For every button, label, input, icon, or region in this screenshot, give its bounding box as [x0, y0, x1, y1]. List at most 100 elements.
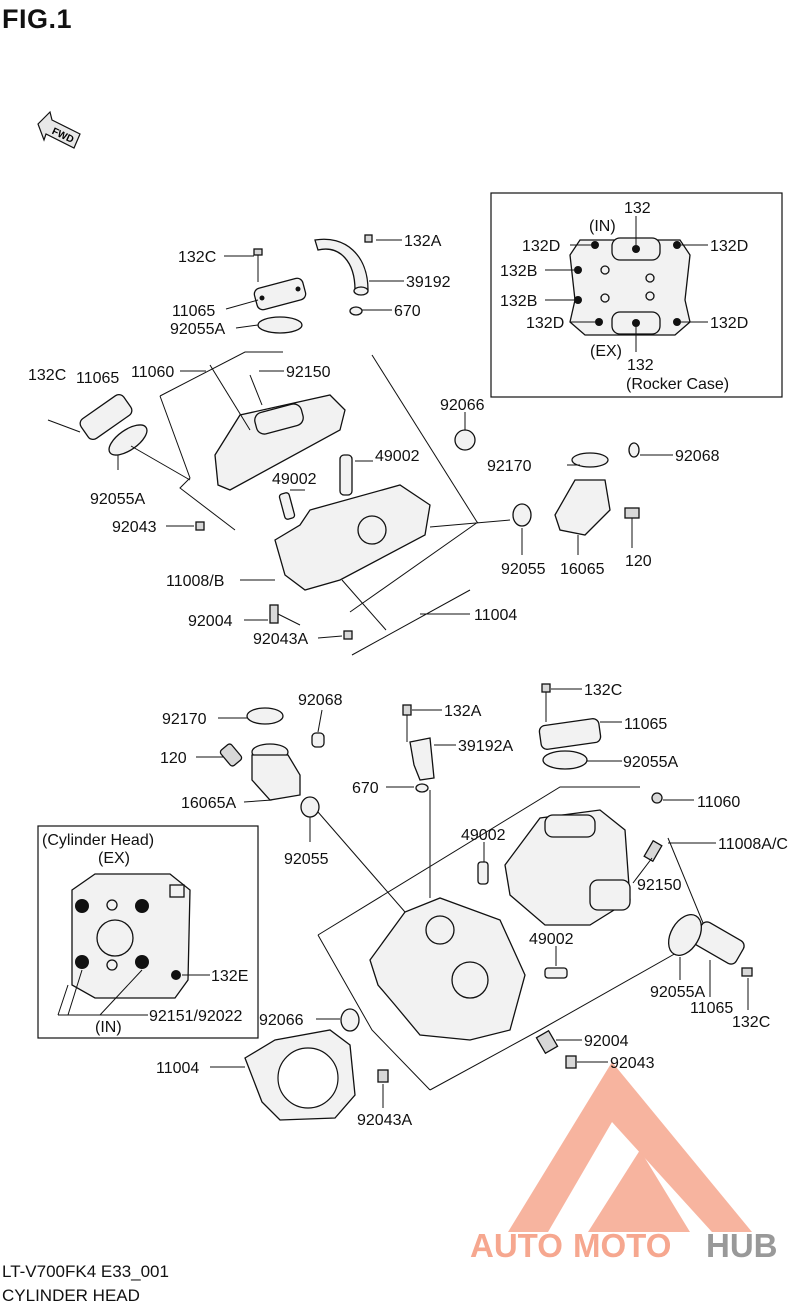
label-cylinder-head-title: (Cylinder Head)	[42, 832, 154, 849]
label-rocker-132d-tr: 132D	[710, 238, 748, 255]
label-92170-front: 92170	[162, 711, 207, 728]
label-92055a-front-right: 92055A	[650, 984, 705, 1001]
label-11060-rear: 11060	[131, 364, 174, 381]
watermark-logo	[508, 1062, 752, 1232]
label-120-rear: 120	[625, 553, 652, 570]
label-92066-front: 92066	[259, 1012, 304, 1029]
part-dowel-92043-front	[565, 1055, 577, 1069]
label-16065a: 16065A	[181, 795, 236, 812]
part-intake-16065a-front	[219, 743, 301, 801]
label-rocker-132b-2: 132B	[500, 293, 537, 310]
label-11060-front: 11060	[697, 794, 740, 811]
label-132c-rear-top: 132C	[178, 249, 216, 266]
part-rocker-case-front	[504, 809, 631, 926]
label-132a-front: 132A	[444, 703, 482, 720]
label-16065-rear: 16065	[560, 561, 605, 578]
label-49002-rear-b: 49002	[272, 471, 317, 488]
label-11008b: 11008/B	[166, 573, 224, 590]
label-11065-front: 11065	[624, 716, 667, 733]
label-rocker-132: 132	[624, 200, 651, 217]
label-92150-front: 92150	[637, 877, 682, 894]
part-cylinder-head-front	[369, 897, 526, 1041]
label-49002-front-top: 49002	[461, 827, 506, 844]
label-92043-front: 92043	[610, 1055, 655, 1072]
part-rocker-case-rear	[214, 394, 346, 491]
label-92004-rear: 92004	[188, 613, 233, 630]
label-11004-rear: 11004	[474, 607, 517, 624]
label-11004-front: 11004	[156, 1060, 199, 1077]
label-cylinder-132e: 132E	[211, 968, 248, 985]
part-plug-92066-front	[340, 1008, 360, 1032]
label-132c-rear-left: 132C	[28, 367, 66, 384]
cylinder-head-inset-drawing	[71, 873, 191, 999]
part-bolt-132c-top	[253, 248, 263, 282]
label-rocker-ex: (EX)	[590, 343, 622, 360]
label-92055-front: 92055	[284, 851, 329, 868]
footer-model-code: LT-V700FK4 E33_001	[2, 1262, 169, 1281]
label-rocker-132d-br: 132D	[710, 315, 748, 332]
part-gasket-11004-front	[244, 1029, 356, 1121]
label-670-rear: 670	[394, 303, 421, 320]
label-11008ac: 11008A/C	[718, 836, 788, 853]
part-bushing-49002-front-top	[477, 861, 489, 885]
label-92004-front: 92004	[584, 1033, 629, 1050]
part-cover-11065-top	[253, 277, 307, 311]
label-92055a-rear-left: 92055A	[90, 491, 145, 508]
part-cap-92068-front	[311, 732, 325, 748]
label-92055a-rear-top: 92055A	[170, 321, 225, 338]
part-dowel-92043a-rear	[343, 630, 353, 640]
part-clamp-92170-front	[246, 707, 284, 725]
part-oring-670-front	[415, 783, 429, 793]
label-cylinder-92151: 92151/92022	[149, 1008, 243, 1025]
label-92068-front: 92068	[298, 692, 343, 709]
part-dowel-92043-rear	[195, 521, 205, 531]
label-92043-rear: 92043	[112, 519, 157, 536]
part-plug-11060-front	[651, 792, 663, 804]
label-rocker-132d-bl: 132D	[526, 315, 564, 332]
label-39192: 39192	[406, 274, 451, 291]
label-92043a-rear: 92043A	[253, 631, 308, 648]
part-stud-92004-rear	[269, 604, 279, 624]
part-dowel-92043a-front	[377, 1069, 389, 1083]
label-49002-rear-a: 49002	[375, 448, 420, 465]
part-oring-92055-front	[300, 796, 320, 818]
part-gasket-92055a-top	[257, 316, 303, 334]
figure-title: FIG.1	[2, 4, 73, 34]
footer-caption: CYLINDER HEAD	[2, 1286, 140, 1305]
label-cylinder-in: (IN)	[95, 1019, 122, 1036]
label-92043a-front: 92043A	[357, 1112, 412, 1129]
label-92055-rear: 92055	[501, 561, 546, 578]
part-plug-92066-rear	[454, 429, 476, 451]
label-rocker-in: (IN)	[589, 218, 616, 235]
part-pipe-39192a	[402, 704, 435, 781]
label-132c-front: 132C	[584, 682, 622, 699]
label-49002-front-mid: 49002	[529, 931, 574, 948]
label-rocker-132d-tl: 132D	[522, 238, 560, 255]
label-132a-rear: 132A	[404, 233, 442, 250]
watermark-moto: MOTO	[573, 1227, 671, 1264]
part-bushing-49002-front-mid	[544, 967, 568, 979]
part-oring-92055-rear	[512, 503, 532, 527]
label-11065-front-right: 11065	[690, 1000, 733, 1017]
part-gasket-11004-rear	[351, 589, 471, 656]
label-11065-rear-top: 11065	[172, 303, 215, 320]
label-11065-rear-left: 11065	[76, 370, 119, 387]
part-cover-11065-front-top	[538, 683, 602, 750]
label-92055a-front: 92055A	[623, 754, 678, 771]
fwd-arrow-icon: FWD	[37, 110, 81, 149]
part-bolt-92150-front	[643, 839, 663, 863]
watermark-auto: AUTO	[470, 1227, 563, 1264]
part-oring-670-top	[349, 306, 363, 316]
label-92150-rear: 92150	[286, 364, 331, 381]
label-92066-rear: 92066	[440, 397, 485, 414]
part-cover-11065-front-right	[667, 914, 753, 977]
part-pipe-39192	[314, 234, 373, 296]
watermark-hub: HUB	[706, 1227, 778, 1264]
label-120-front: 120	[160, 750, 187, 767]
label-132c-front-right: 132C	[732, 1014, 770, 1031]
label-cylinder-ex: (EX)	[98, 850, 130, 867]
part-cylinder-head-rear	[274, 454, 431, 591]
label-rocker-132-bottom: 132	[627, 357, 654, 374]
part-stud-92004-front	[535, 1029, 559, 1055]
